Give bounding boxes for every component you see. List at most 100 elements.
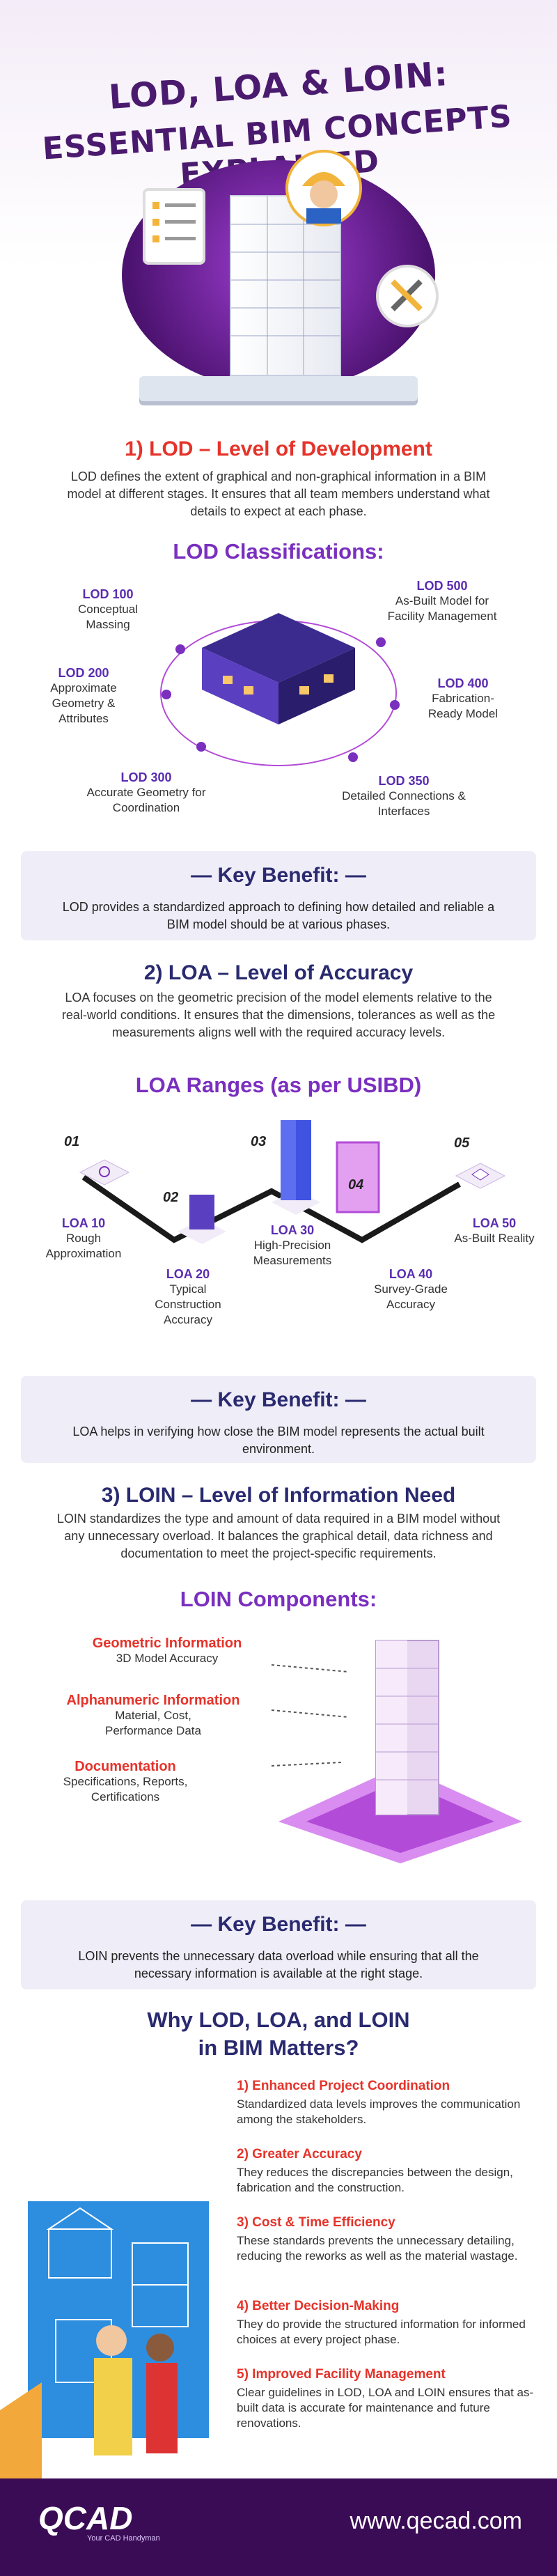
loin-intro: LOIN standardizes the type and amount of… (56, 1512, 501, 1560)
lod-dot (376, 637, 386, 647)
loa-step-number: 01 (64, 1134, 80, 1149)
loa-heading: 2) LOA – Level of Accuracy (143, 961, 414, 984)
lod-item-code: LOD 200 (58, 666, 109, 680)
loa-step-20: LOA 20 Typical Construction Accuracy (136, 1266, 240, 1328)
loin-connector-lines (271, 1664, 349, 1767)
why-item-title: 2) Greater Accuracy (237, 2147, 362, 2162)
loa-step-number: 04 (348, 1177, 364, 1193)
loin-component-desc: Specifications, Reports, Certifications (63, 1775, 188, 1803)
website-link[interactable]: www.qecad.com (350, 2508, 522, 2534)
qcad-logo[interactable]: QCAD Your CAD Handyman (38, 2499, 164, 2543)
loa-step-40: LOA 40 Survey-Grade Accuracy (352, 1266, 470, 1312)
lod-heading: 1) LOD – Level of Development (125, 437, 432, 460)
lod-dot (348, 752, 358, 762)
tablet-base (139, 376, 418, 401)
why-item-desc: Standardized data levels improves the co… (237, 2097, 521, 2126)
lod-classifications-heading: LOD Classifications: (173, 539, 384, 564)
lod-item-desc: Fabrication-Ready Model (427, 692, 499, 720)
loa-step-desc: Survey-Grade Accuracy (374, 1282, 448, 1311)
loa-20-icon (174, 1184, 230, 1250)
why-item-desc: They do provide the structured informati… (237, 2318, 526, 2346)
loin-benefit-title: — Key Benefit: — (191, 1913, 366, 1936)
lod-item-desc: As-Built Model for Facility Management (387, 594, 497, 623)
loin-component-documentation: Documentation Specifications, Reports, C… (42, 1759, 209, 1805)
lod-item-code: LOD 400 (437, 676, 489, 690)
loin-benefit-text: LOIN prevents the unnecessary data overl… (78, 1949, 479, 1980)
lod-item-code: LOD 100 (82, 587, 134, 601)
checklist-icon (143, 188, 205, 265)
why-heading-line-2: in BIM Matters? (198, 2035, 359, 2060)
lod-dot (162, 690, 171, 699)
building-grid-icon (231, 196, 340, 375)
lod-item-desc: Conceptual Massing (77, 603, 138, 631)
lod-item-code: LOD 300 (120, 770, 172, 784)
loa-10-icon (77, 1153, 132, 1198)
logo-tagline: Your CAD Handyman (87, 2534, 160, 2543)
lod-item-300: LOD 300 Accurate Geometry for Coordinati… (63, 770, 230, 816)
hero-section: LOD, LOA & LOIN: ESSENTIAL BIM CONCEPTS … (0, 0, 557, 446)
loa-step-10: LOA 10 Rough Approximation (28, 1216, 139, 1262)
loa-40-icon (327, 1135, 390, 1223)
why-item-desc: They reduces the discrepancies between t… (237, 2166, 513, 2194)
loa-ranges-heading: LOA Ranges (as per USIBD) (135, 1073, 422, 1097)
lod-benefit-box: — Key Benefit: — LOD provides a standard… (21, 851, 536, 940)
lod-benefit-text: LOD provides a standardized approach to … (62, 900, 495, 931)
loa-step-number: 02 (163, 1190, 179, 1205)
lod-benefit-title: — Key Benefit: — (191, 864, 366, 887)
loa-step-30: LOA 30 High-Precision Measurements (240, 1223, 345, 1268)
why-item-desc: Clear guidelines in LOD, LOA and LOIN en… (237, 2386, 534, 2430)
loa-step-code: LOA 20 (166, 1267, 210, 1281)
lod-dot (175, 644, 185, 654)
lod-item-350: LOD 350 Detailed Connections & Interface… (320, 773, 487, 819)
loin-component-alphanumeric: Alphanumeric Information Material, Cost,… (49, 1693, 258, 1739)
loa-step-number: 05 (454, 1135, 470, 1151)
lod-item-desc: Detailed Connections & Interfaces (342, 789, 466, 818)
lod-dot (196, 742, 206, 752)
architects-illustration (0, 2180, 237, 2483)
engineer-avatar-icon (285, 150, 362, 226)
lod-item-desc: Accurate Geometry for Coordination (86, 786, 206, 814)
lod-item-code: LOD 350 (378, 774, 430, 788)
loa-step-desc: High-Precision Measurements (253, 1239, 332, 1267)
tools-icon (376, 265, 439, 327)
loin-component-geometric: Geometric Information 3D Model Accuracy (70, 1636, 265, 1666)
loin-tower-illustration (272, 1627, 529, 1867)
loa-benefit-title: — Key Benefit: — (191, 1388, 366, 1411)
lod-item-code: LOD 500 (416, 579, 468, 593)
loa-step-code: LOA 10 (61, 1216, 106, 1230)
loa-benefit-text: LOA helps in verifying how close the BIM… (72, 1425, 485, 1456)
loin-heading: 3) LOIN – Level of Information Need (101, 1484, 456, 1507)
loin-component-desc: 3D Model Accuracy (116, 1652, 219, 1665)
loa-step-number: 03 (251, 1134, 267, 1149)
loin-component-title: Documentation (74, 1759, 176, 1774)
why-heading-line-1: Why LOD, LOA, and LOIN (147, 2008, 410, 2032)
lod-item-100: LOD 100 Conceptual Massing (56, 587, 160, 633)
why-item-title: 4) Better Decision-Making (237, 2299, 400, 2313)
loa-benefit-box: — Key Benefit: — LOA helps in verifying … (21, 1376, 536, 1463)
loa-step-50: LOA 50 As-Built Reality (453, 1216, 536, 1246)
loa-step-code: LOA 40 (389, 1267, 433, 1281)
loin-component-title: Geometric Information (92, 1636, 242, 1651)
loin-benefit-box: — Key Benefit: — LOIN prevents the unnec… (21, 1900, 536, 1989)
loa-step-desc: Rough Approximation (45, 1232, 122, 1260)
loa-step-code: LOA 50 (472, 1216, 517, 1230)
loa-50-icon (453, 1156, 508, 1202)
why-item-title: 1) Enhanced Project Coordination (237, 2079, 450, 2093)
footer: QCAD Your CAD Handyman www.qecad.com (0, 2478, 557, 2576)
lod-intro: LOD defines the extent of graphical and … (67, 470, 490, 518)
lod-dot (390, 700, 400, 710)
lod-item-400: LOD 400 Fabrication-Ready Model (418, 676, 508, 722)
loa-path-line (81, 1174, 461, 1243)
loa-step-desc: Typical Construction Accuracy (155, 1282, 221, 1326)
lod-item-200: LOD 200 Approximate Geometry & Attribute… (35, 665, 132, 727)
lod-item-500: LOD 500 As-Built Model for Facility Mana… (376, 578, 508, 624)
loin-component-desc: Material, Cost, Performance Data (105, 1709, 201, 1737)
loin-components-heading: LOIN Components: (180, 1587, 377, 1611)
loa-step-desc: As-Built Reality (454, 1232, 535, 1245)
lod-building-illustration (188, 599, 369, 742)
loa-step-code: LOA 30 (270, 1223, 315, 1237)
why-item-desc: These standards prevents the unnecessary… (237, 2234, 518, 2263)
logo-wordmark: QCAD (38, 2500, 133, 2536)
why-item-title: 5) Improved Facility Management (237, 2367, 446, 2382)
